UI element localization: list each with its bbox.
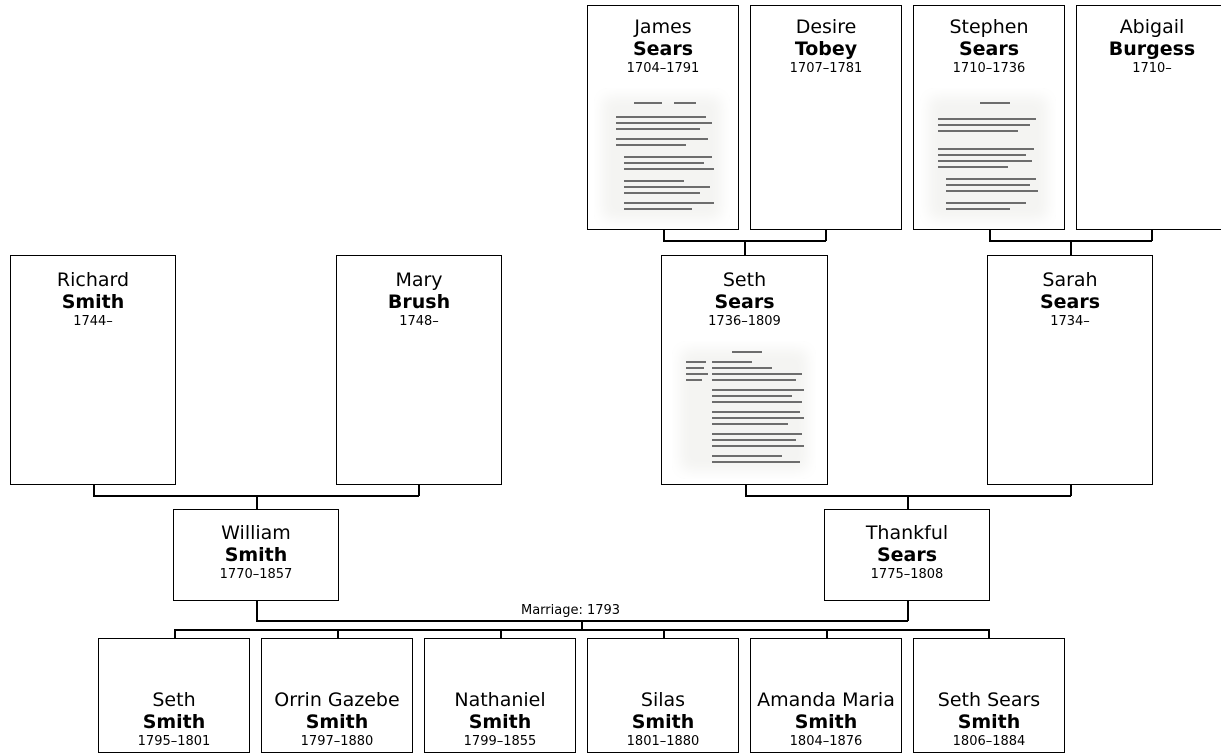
- person-card-child[interactable]: Silas Smith 1801–1880: [587, 638, 739, 753]
- given-name: Desire: [795, 16, 857, 38]
- connector-line: [907, 600, 909, 621]
- life-dates: 1707–1781: [789, 61, 863, 76]
- life-dates: 1748–: [399, 314, 439, 329]
- connector-line: [1151, 229, 1153, 241]
- connector-line: [174, 629, 176, 639]
- person-card-child[interactable]: Orrin Gazebe Smith 1797–1880: [261, 638, 413, 753]
- person-card-child[interactable]: Nathaniel Smith 1799–1855: [424, 638, 576, 753]
- life-dates: 1710–: [1132, 61, 1172, 76]
- given-name: Silas: [640, 689, 686, 711]
- given-name: Seth Sears: [937, 689, 1041, 711]
- document-thumbnail[interactable]: [672, 341, 816, 479]
- given-name: Richard: [56, 269, 130, 291]
- life-dates: 1799–1855: [463, 734, 537, 749]
- connector-line: [989, 229, 991, 241]
- connector-line: [418, 484, 420, 496]
- person-card-mary-brush[interactable]: Mary Brush 1748–: [336, 255, 502, 485]
- surname: Smith: [468, 711, 532, 733]
- given-name: Sarah: [1042, 269, 1098, 291]
- connector-line: [581, 620, 583, 630]
- given-name: Thankful: [865, 522, 949, 544]
- life-dates: 1797–1880: [300, 734, 374, 749]
- person-card-desire-tobey[interactable]: Desire Tobey 1707–1781: [750, 5, 902, 230]
- connector-line: [663, 229, 665, 241]
- marriage-label: Marriage: 1793: [520, 603, 622, 618]
- given-name: William: [221, 522, 291, 544]
- surname: Smith: [142, 711, 206, 733]
- person-card-william-smith[interactable]: William Smith 1770–1857: [173, 509, 339, 601]
- surname: Sears: [714, 291, 775, 313]
- surname: Tobey: [794, 38, 858, 60]
- connector-line: [1070, 484, 1072, 496]
- life-dates: 1734–: [1050, 314, 1090, 329]
- life-dates: 1806–1884: [952, 734, 1026, 749]
- surname: Sears: [876, 544, 938, 566]
- connector-line: [988, 629, 990, 639]
- connector-line: [256, 495, 258, 510]
- connector-line: [256, 600, 258, 621]
- given-name: Seth: [152, 689, 196, 711]
- surname: Smith: [794, 711, 858, 733]
- person-card-thankful-sears[interactable]: Thankful Sears 1775–1808: [824, 509, 990, 601]
- surname: Sears: [1039, 291, 1101, 313]
- given-name: Amanda Maria: [757, 689, 895, 711]
- connector-line: [907, 495, 909, 510]
- surname: Smith: [957, 711, 1021, 733]
- person-card-richard-smith[interactable]: Richard Smith 1744–: [10, 255, 176, 485]
- surname: Brush: [387, 291, 451, 313]
- person-card-seth-sears[interactable]: Seth Sears 1736–1809: [661, 255, 828, 485]
- given-name: Stephen: [949, 16, 1029, 38]
- connector-line: [744, 240, 746, 256]
- connector-line: [826, 629, 828, 639]
- life-dates: 1775–1808: [870, 567, 944, 582]
- person-card-child[interactable]: Seth Sears Smith 1806–1884: [913, 638, 1065, 753]
- surname: Smith: [61, 291, 125, 313]
- connector-line: [745, 484, 747, 496]
- life-dates: 1804–1876: [789, 734, 863, 749]
- life-dates: 1704–1791: [626, 61, 700, 76]
- connector-line: [93, 484, 95, 496]
- life-dates: 1795–1801: [137, 734, 211, 749]
- given-name: Orrin Gazebe: [274, 689, 400, 711]
- person-card-child[interactable]: Seth Smith 1795–1801: [98, 638, 250, 753]
- given-name: James: [634, 16, 692, 38]
- surname: Sears: [958, 38, 1020, 60]
- connector-line: [663, 629, 665, 639]
- life-dates: 1770–1857: [219, 567, 293, 582]
- person-card-james-sears[interactable]: James Sears 1704–1791: [587, 5, 739, 230]
- connector-line: [500, 629, 502, 639]
- person-card-abigail-burgess[interactable]: Abigail Burgess 1710–: [1076, 5, 1221, 230]
- given-name: Nathaniel: [454, 689, 546, 711]
- given-name: Seth: [722, 269, 767, 291]
- given-name: Abigail: [1119, 16, 1185, 38]
- children-line: [174, 629, 989, 631]
- given-name: Mary: [395, 269, 443, 291]
- surname: Smith: [305, 711, 369, 733]
- person-card-sarah-sears[interactable]: Sarah Sears 1734–: [987, 255, 1153, 485]
- person-card-stephen-sears[interactable]: Stephen Sears 1710–1736: [913, 5, 1065, 230]
- document-thumbnail[interactable]: [594, 88, 730, 228]
- surname: Sears: [632, 38, 694, 60]
- surname: Burgess: [1108, 38, 1196, 60]
- connector-line: [337, 629, 339, 639]
- life-dates: 1744–: [73, 314, 113, 329]
- connector-line: [1070, 240, 1072, 256]
- surname: Smith: [631, 711, 695, 733]
- surname: Smith: [224, 544, 288, 566]
- document-thumbnail[interactable]: [920, 88, 1056, 228]
- life-dates: 1710–1736: [952, 61, 1026, 76]
- life-dates: 1736–1809: [708, 314, 781, 329]
- person-card-child[interactable]: Amanda Maria Smith 1804–1876: [750, 638, 902, 753]
- connector-line: [825, 229, 827, 241]
- life-dates: 1801–1880: [626, 734, 700, 749]
